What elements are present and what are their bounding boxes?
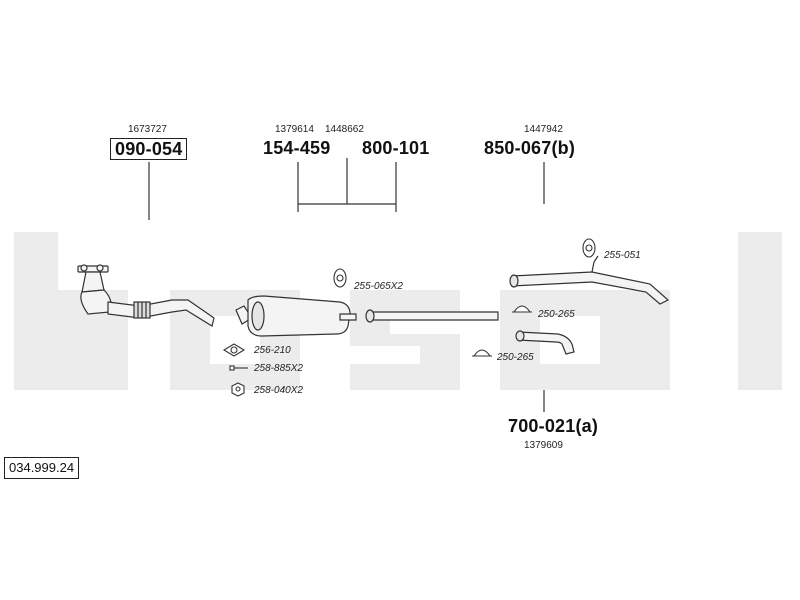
oem-number: 1379614 bbox=[275, 124, 314, 135]
oem-number: 1448662 bbox=[325, 124, 364, 135]
part-number[interactable]: 800-101 bbox=[362, 138, 430, 158]
accessory-label[interactable]: 256-210 bbox=[254, 345, 291, 356]
rubber-hanger-icon bbox=[333, 268, 347, 288]
accessory-label[interactable]: 255-051 bbox=[604, 250, 641, 261]
oem-number: 1379609 bbox=[524, 440, 563, 451]
tail-pipe-drawing bbox=[515, 330, 575, 355]
leader-lines bbox=[148, 158, 545, 412]
middle-muffler-drawing bbox=[235, 295, 357, 337]
clamp-icon bbox=[512, 305, 532, 313]
part-number[interactable]: 090-054 bbox=[110, 138, 188, 160]
rubber-hanger-icon bbox=[582, 238, 596, 258]
gasket-icon bbox=[222, 343, 246, 357]
part-number[interactable]: 850-067(b) bbox=[484, 138, 576, 158]
accessory-label[interactable]: 258-885X2 bbox=[254, 363, 303, 374]
part-number[interactable]: 700-021(a) bbox=[508, 416, 599, 436]
bolt-icon bbox=[229, 365, 248, 371]
part-number[interactable]: 154-459 bbox=[263, 138, 331, 158]
oem-number: 1673727 bbox=[128, 124, 167, 135]
accessory-icons bbox=[222, 238, 596, 397]
nut-icon bbox=[231, 382, 245, 397]
oem-number: 1447942 bbox=[524, 124, 563, 135]
front-pipe-drawing bbox=[77, 264, 215, 327]
accessory-label[interactable]: 250-265 bbox=[497, 352, 534, 363]
catalog-number: 034.999.24 bbox=[4, 457, 80, 479]
accessory-label[interactable]: 258-040X2 bbox=[254, 385, 303, 396]
middle-pipe-drawing bbox=[365, 309, 499, 323]
clamp-icon bbox=[472, 349, 492, 357]
accessory-label[interactable]: 255-065X2 bbox=[354, 281, 403, 292]
accessory-label[interactable]: 250-265 bbox=[538, 309, 575, 320]
rear-pipe-drawing bbox=[509, 255, 670, 305]
